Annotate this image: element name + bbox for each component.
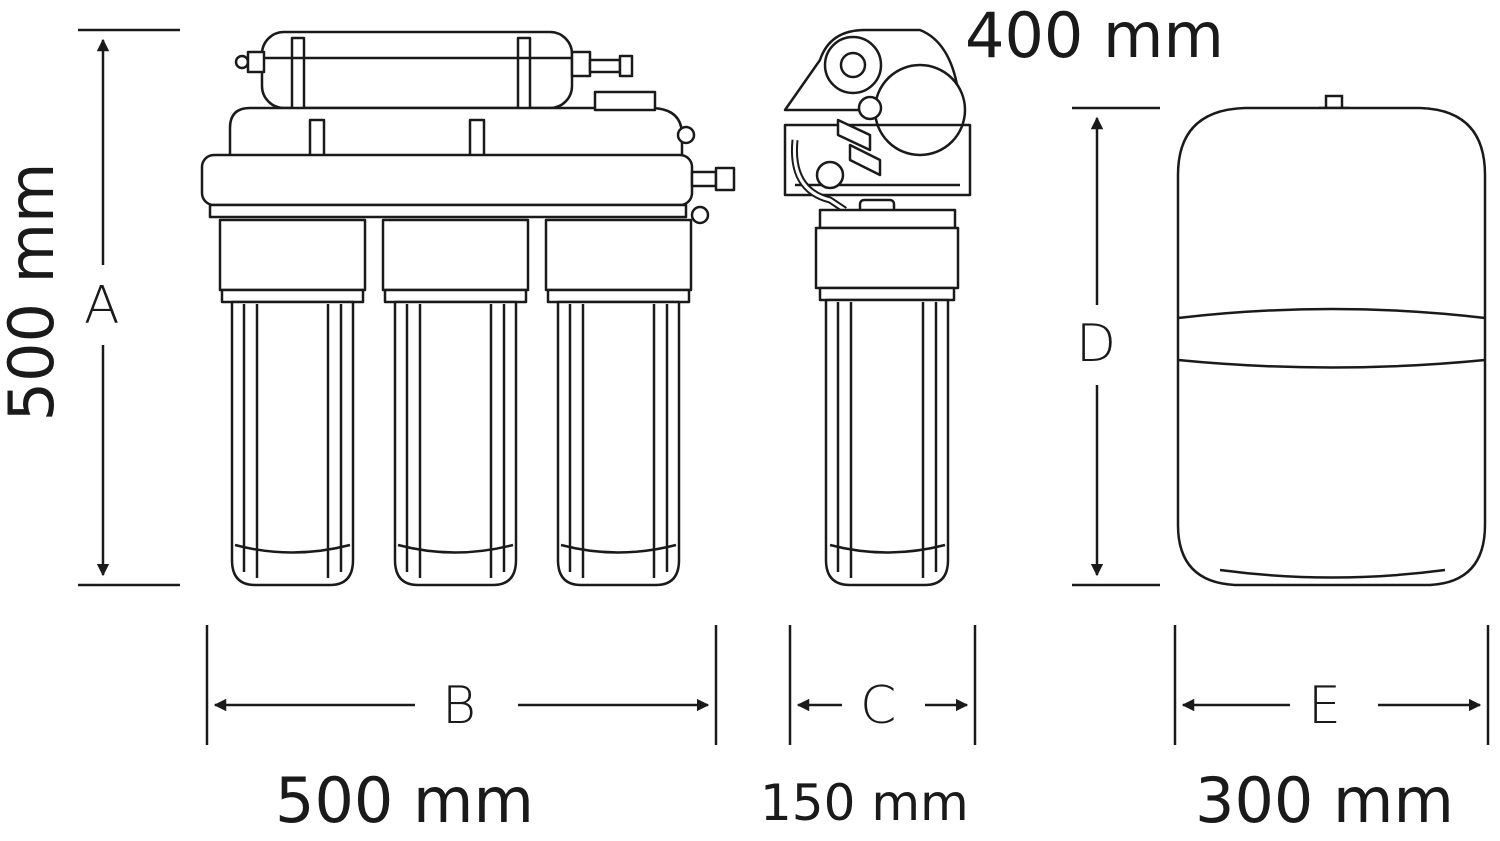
label-b: B <box>438 680 481 732</box>
value-d: 400 mm <box>965 0 1224 72</box>
pressure-tank-icon <box>1176 94 1487 587</box>
value-a: 500 mm <box>0 162 68 422</box>
filter-unit-front-icon <box>200 30 736 587</box>
label-e: E <box>1304 680 1345 732</box>
value-b: 500 mm <box>275 764 534 837</box>
filter-unit-side-icon <box>783 28 972 587</box>
dimension-lines <box>78 28 1490 745</box>
label-a: A <box>80 280 124 332</box>
label-d: D <box>1072 318 1121 370</box>
value-e: 300 mm <box>1195 764 1454 837</box>
value-c: 150 mm <box>760 774 969 832</box>
label-c: C <box>856 680 901 732</box>
